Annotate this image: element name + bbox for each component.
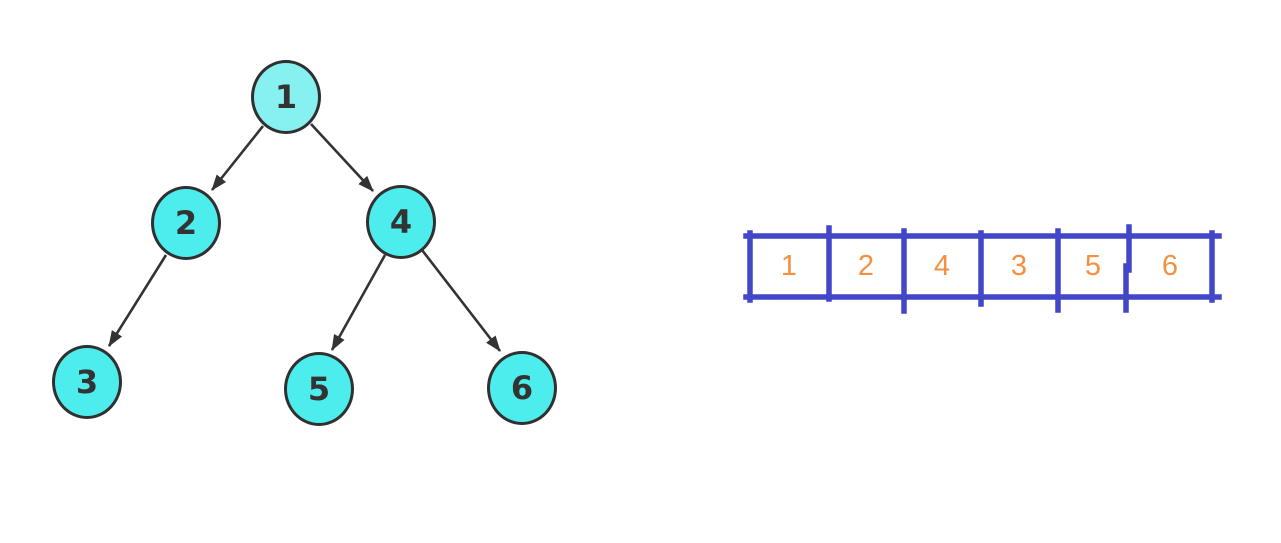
array-cell-value: 1 (780, 250, 798, 282)
array-cell-value: 4 (933, 250, 951, 282)
tree-node: 4 (366, 185, 436, 259)
tree-node-label: 6 (510, 369, 534, 407)
edge-4-5 (330, 254, 387, 351)
tree-node-label: 4 (389, 203, 413, 241)
tree-node-label: 5 (307, 370, 331, 408)
tree-node-root: 1 (251, 60, 321, 134)
tree-node: 3 (52, 345, 122, 419)
tree-node-label: 3 (75, 363, 99, 401)
tree-node-label: 2 (174, 204, 198, 242)
edge-1-2 (210, 125, 265, 191)
edge-4-6 (420, 249, 502, 352)
edge-2-3 (107, 254, 168, 347)
tree-node-label: 1 (274, 78, 298, 116)
edge-1-4 (310, 123, 374, 192)
array-grid (743, 224, 1222, 314)
tree-node: 6 (487, 351, 557, 425)
array-cell-value: 5 (1084, 250, 1102, 282)
tree-edges (107, 123, 502, 352)
array-cell-value: 2 (857, 250, 875, 282)
array-cell-value: 6 (1161, 250, 1179, 282)
tree-node: 5 (284, 352, 354, 426)
tree-node: 2 (151, 186, 221, 260)
array-cell-value: 3 (1010, 250, 1028, 282)
